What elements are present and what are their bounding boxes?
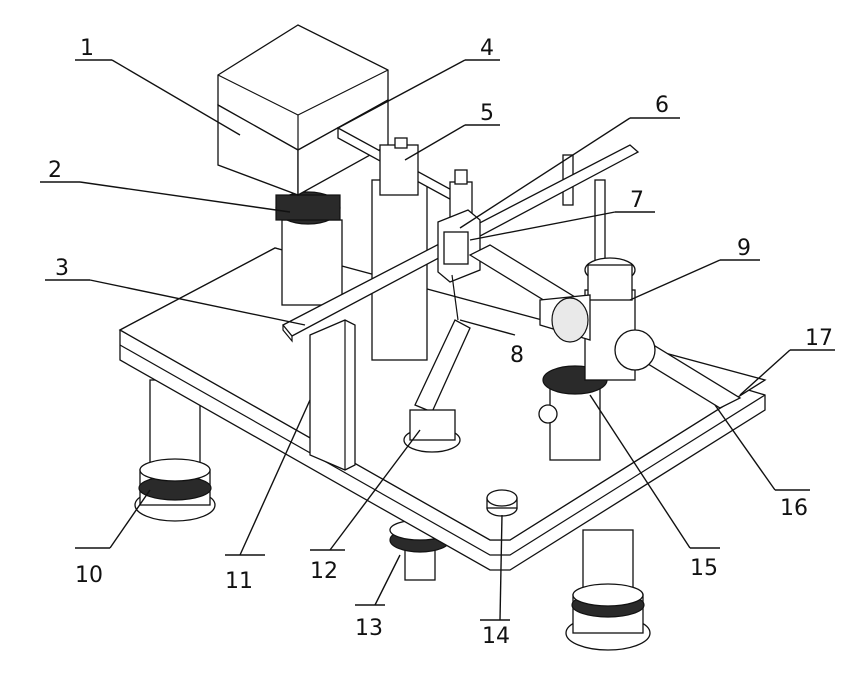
camera-assembly xyxy=(217,24,389,306)
label-4: 4 xyxy=(480,36,494,61)
top-knob xyxy=(486,489,518,517)
label-2: 2 xyxy=(48,158,62,183)
clamp-block xyxy=(437,209,481,283)
optical-head xyxy=(538,257,656,461)
label-16: 16 xyxy=(780,496,808,521)
label-12: 12 xyxy=(310,559,338,584)
leader-lines xyxy=(40,59,835,621)
rear-posts xyxy=(371,154,606,361)
camera-arm xyxy=(337,126,473,223)
label-6: 6 xyxy=(655,93,669,118)
label-10: 10 xyxy=(75,563,103,588)
label-17: 17 xyxy=(805,326,833,351)
front-right-leg xyxy=(565,529,651,651)
label-7: 7 xyxy=(630,188,644,213)
label-15: 15 xyxy=(690,556,718,581)
label-13: 13 xyxy=(355,616,383,641)
label-8: 8 xyxy=(510,343,524,368)
label-9: 9 xyxy=(737,236,751,261)
label-1: 1 xyxy=(80,36,94,61)
label-14: 14 xyxy=(482,624,510,649)
label-11: 11 xyxy=(225,569,253,594)
front-post xyxy=(309,319,356,471)
label-3: 3 xyxy=(55,256,69,281)
base-plate xyxy=(118,247,767,571)
label-5: 5 xyxy=(480,101,494,126)
number-labels: 1 2 3 4 5 6 7 8 9 10 11 12 13 14 15 16 1… xyxy=(48,36,833,649)
lever-arm xyxy=(403,274,471,453)
